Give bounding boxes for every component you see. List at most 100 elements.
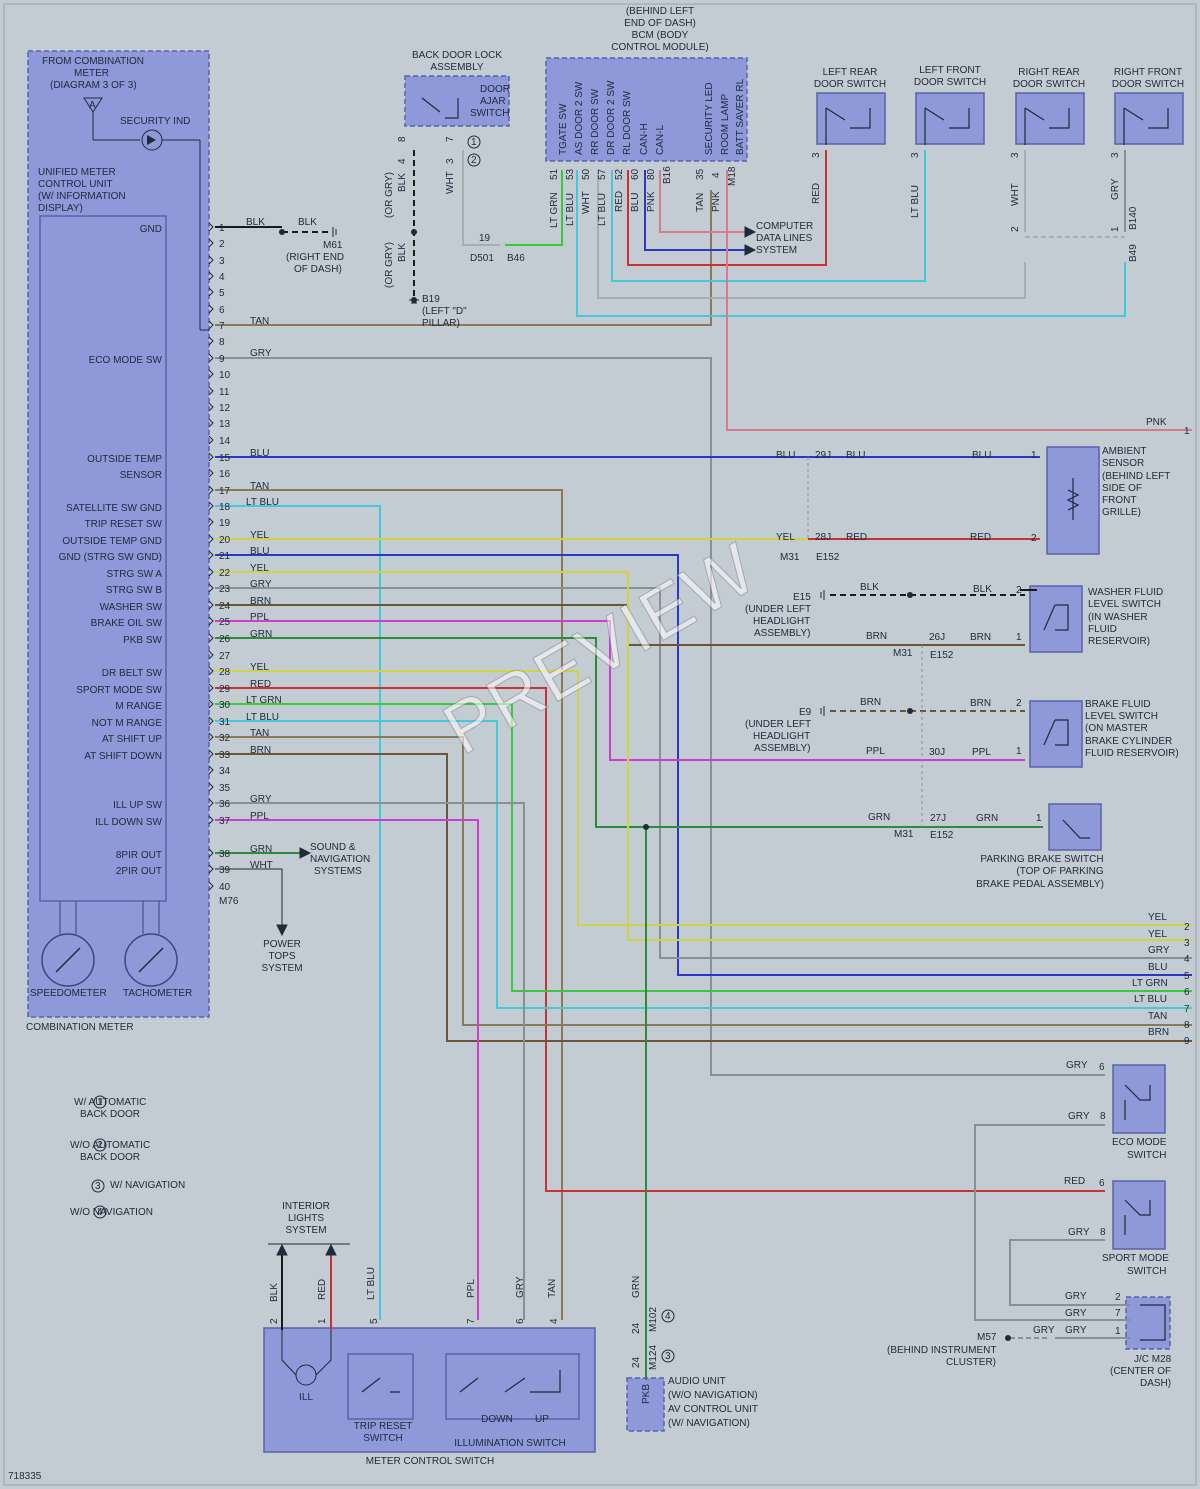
diagram-label: AUDIO UNIT bbox=[668, 1376, 726, 1387]
diagram-label: DOOR SWITCH bbox=[914, 77, 986, 88]
diagram-label: LEVEL SWITCH bbox=[1088, 599, 1161, 610]
vertical-label: 4 bbox=[711, 172, 722, 178]
pin-tick bbox=[208, 749, 214, 759]
diagram-label: E152 bbox=[816, 552, 840, 563]
diagram-label: B19 bbox=[422, 294, 440, 305]
left-front-door-switch bbox=[915, 92, 985, 145]
vertical-label: RED bbox=[811, 183, 822, 204]
pin-tick bbox=[208, 336, 214, 346]
diagram-label: 29J bbox=[815, 450, 831, 461]
washer-fluid-level-switch bbox=[1029, 585, 1083, 653]
pin-tick bbox=[208, 716, 214, 726]
vertical-label: 1 bbox=[317, 1318, 328, 1324]
meter-pin-number: 17 bbox=[219, 486, 231, 497]
diagram-label: GRY bbox=[1068, 1227, 1090, 1238]
diagram-label: BRAKE FLUID bbox=[1085, 699, 1151, 710]
pin-tick bbox=[208, 238, 214, 248]
diagram-label: 2 bbox=[1016, 585, 1022, 596]
wire-color-label: GRN bbox=[250, 844, 272, 855]
wire-color-label: YEL bbox=[250, 662, 269, 673]
meter-connector: M76 bbox=[219, 896, 239, 907]
vertical-label: CAN-H bbox=[639, 123, 650, 155]
diagram-label: 7 bbox=[1115, 1308, 1121, 1319]
diagram-label: BLK bbox=[860, 582, 879, 593]
meter-pin-number: 39 bbox=[219, 865, 231, 876]
diagram-label: SYSTEM bbox=[756, 245, 797, 256]
diagram-label: PILLAR) bbox=[422, 318, 460, 329]
pin-tick bbox=[208, 782, 214, 792]
diagram-label: UP bbox=[535, 1414, 549, 1425]
diagram-label: (W/ NAVIGATION) bbox=[668, 1418, 750, 1429]
diagram-label: M61 bbox=[323, 240, 343, 251]
meter-pin-signal: AT SHIFT DOWN bbox=[84, 751, 162, 762]
vertical-label: 57 bbox=[597, 168, 608, 180]
diagram-label: 1 bbox=[1036, 813, 1042, 824]
right-rear-door-switch bbox=[1015, 92, 1085, 145]
diagram-label: (UNDER LEFT bbox=[745, 719, 811, 730]
diagram-label: 28J bbox=[815, 532, 831, 543]
diagram-label: FLUID bbox=[1088, 624, 1117, 635]
from-meter-1: FROM COMBINATION bbox=[42, 56, 144, 67]
vertical-label: 53 bbox=[565, 168, 576, 180]
diagram-label: BRN bbox=[970, 632, 991, 643]
diagram-label: TOPS bbox=[268, 951, 295, 962]
pin-tick bbox=[208, 435, 214, 445]
diagram-label: 6 bbox=[1099, 1062, 1105, 1073]
diagram-label: ASSEMBLY) bbox=[754, 743, 811, 754]
diagram-label: ASSEMBLY) bbox=[754, 628, 811, 639]
diagram-label: 30J bbox=[929, 747, 945, 758]
meter-pin-signal: GND (STRG SW GND) bbox=[59, 552, 162, 563]
diagram-label: RED bbox=[1064, 1176, 1085, 1187]
pin-tick bbox=[208, 699, 214, 709]
vertical-label: (OR GRY) bbox=[384, 172, 395, 218]
meter-pin-signal: WASHER SW bbox=[100, 602, 163, 613]
diagram-label: GRY bbox=[1066, 1060, 1088, 1071]
pin-tick bbox=[208, 501, 214, 511]
pin-tick bbox=[208, 517, 214, 527]
meter-pin-number: 30 bbox=[219, 700, 231, 711]
tachometer-label: TACHOMETER bbox=[123, 988, 192, 999]
wire-color-label: PPL bbox=[250, 811, 269, 822]
diagram-label: M31 bbox=[894, 829, 914, 840]
diagram-label: W/ NAVIGATION bbox=[110, 1180, 185, 1191]
diagram-label: SWITCH bbox=[1127, 1266, 1166, 1277]
pin-tick bbox=[208, 222, 214, 232]
diagram-label: GRY bbox=[1065, 1325, 1087, 1336]
vertical-label: TAN bbox=[695, 193, 706, 212]
pin-tick bbox=[208, 271, 214, 281]
wire-color-label: TAN bbox=[250, 481, 269, 492]
wire-color-label: WHT bbox=[250, 860, 273, 871]
pin-tick bbox=[208, 616, 214, 626]
meter-pin-signal: M RANGE bbox=[115, 701, 162, 712]
diagram-label: TAN bbox=[1148, 1011, 1167, 1022]
diagram-label: B46 bbox=[507, 253, 525, 264]
meter-pin-signal: SATELLITE SW GND bbox=[66, 503, 162, 514]
diagram-label: BRN bbox=[866, 631, 887, 642]
diagram-label: (IN WASHER bbox=[1088, 612, 1148, 623]
diagram-label: E152 bbox=[930, 650, 954, 661]
diagram-label: LT BLU bbox=[1134, 994, 1167, 1005]
diagram-label: 1 bbox=[1184, 426, 1190, 437]
meter-pin-number: 16 bbox=[219, 469, 231, 480]
vertical-label: PNK bbox=[711, 191, 722, 212]
vertical-label: 5 bbox=[369, 1318, 380, 1324]
diagram-label: TRIP RESET bbox=[354, 1421, 413, 1432]
diagram-label: W/ AUTOMATIC bbox=[74, 1097, 146, 1108]
pin-tick bbox=[208, 732, 214, 742]
vertical-label: DR DOOR 2 SW bbox=[606, 80, 617, 155]
vertical-label: TAN bbox=[547, 1279, 558, 1298]
diagram-label: (ON MASTER bbox=[1085, 723, 1148, 734]
pin-tick bbox=[208, 633, 214, 643]
meter-pin-number: 20 bbox=[219, 535, 231, 546]
meter-pin-number: 35 bbox=[219, 783, 231, 794]
pin-tick bbox=[208, 304, 214, 314]
diagram-label: POWER bbox=[263, 939, 301, 950]
diagram-label: BACK DOOR bbox=[80, 1152, 140, 1163]
vertical-label: M124 bbox=[648, 1345, 659, 1370]
diagram-label: 718335 bbox=[8, 1471, 42, 1482]
pin-tick bbox=[208, 798, 214, 808]
svg-text:3: 3 bbox=[665, 1351, 671, 1362]
svg-text:1: 1 bbox=[471, 137, 477, 148]
